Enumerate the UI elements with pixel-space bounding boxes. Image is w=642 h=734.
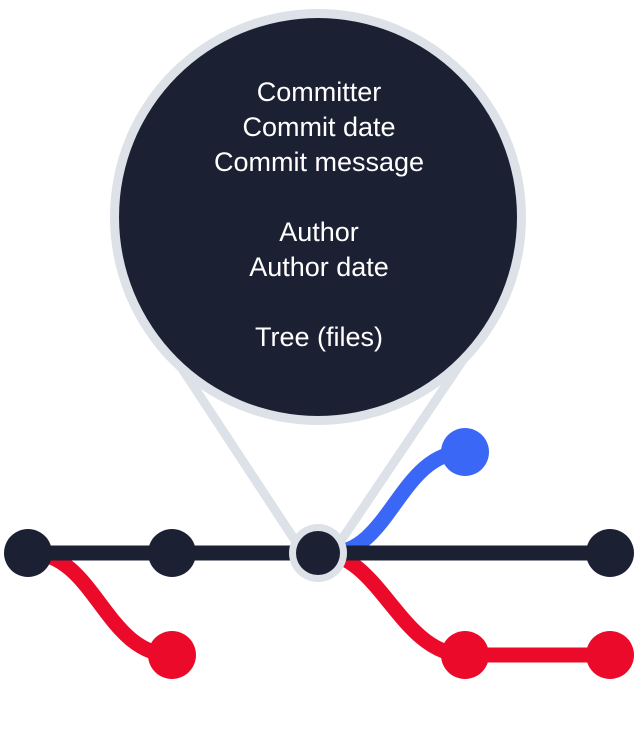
commit-node-main-4 <box>586 529 634 577</box>
branch-line-feature-left <box>22 545 180 663</box>
commit-node-feature-right-1 <box>441 631 489 679</box>
commit-node-main-highlighted <box>296 531 340 575</box>
branch-line-remote <box>322 444 473 561</box>
commit-node-feature-left <box>148 631 196 679</box>
committer-label: Committer <box>256 77 382 107</box>
commit-detail-list: Committer Commit date Commit message Aut… <box>120 75 518 355</box>
commit-node-main-2 <box>148 529 196 577</box>
author-date-label: Author date <box>249 252 389 282</box>
commit-detail-bubble <box>119 18 517 416</box>
commit-message-label: Commit message <box>213 147 425 177</box>
commit-node-main-1 <box>4 529 52 577</box>
commit-node-feature-right-2 <box>586 631 634 679</box>
commit-date-label: Commit date <box>242 112 396 142</box>
spacer <box>120 285 518 320</box>
commit-node-remote <box>441 428 489 476</box>
tree-label: Tree (files) <box>254 322 383 352</box>
author-label: Author <box>279 217 359 247</box>
spacer <box>120 180 518 215</box>
